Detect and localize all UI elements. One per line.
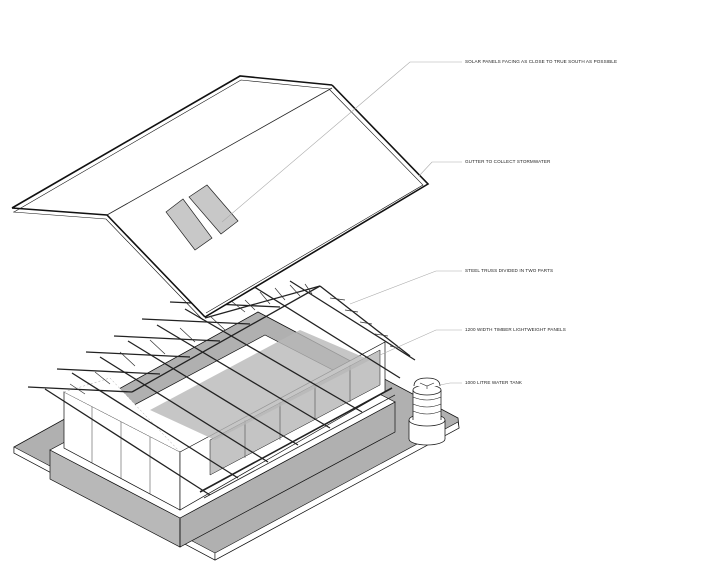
annotation-gutter: GUTTER TO COLLECT STORMWATER [465, 159, 551, 164]
annotation-steel-truss: STEEL TRUSS DIVIDED IN TWO PARTS [465, 268, 554, 273]
water-tank [408, 377, 446, 446]
timber-wall-panels [63, 330, 386, 511]
solar-panels [165, 184, 239, 251]
roof [11, 75, 430, 321]
annotation-timber-panels: 1200 WIDTH TIMBER LIGHTWEIGHT PANELS [465, 327, 566, 332]
annotation-water-tank: 1000 LITRE WATER TANK [465, 380, 523, 385]
truss-web-members [69, 283, 401, 395]
annotation-solar-panels: SOLAR PANELS FACING AS CLOSE TO TRUE SOU… [465, 59, 618, 64]
steel-trusses [27, 280, 416, 499]
leader-lines [221, 61, 462, 386]
